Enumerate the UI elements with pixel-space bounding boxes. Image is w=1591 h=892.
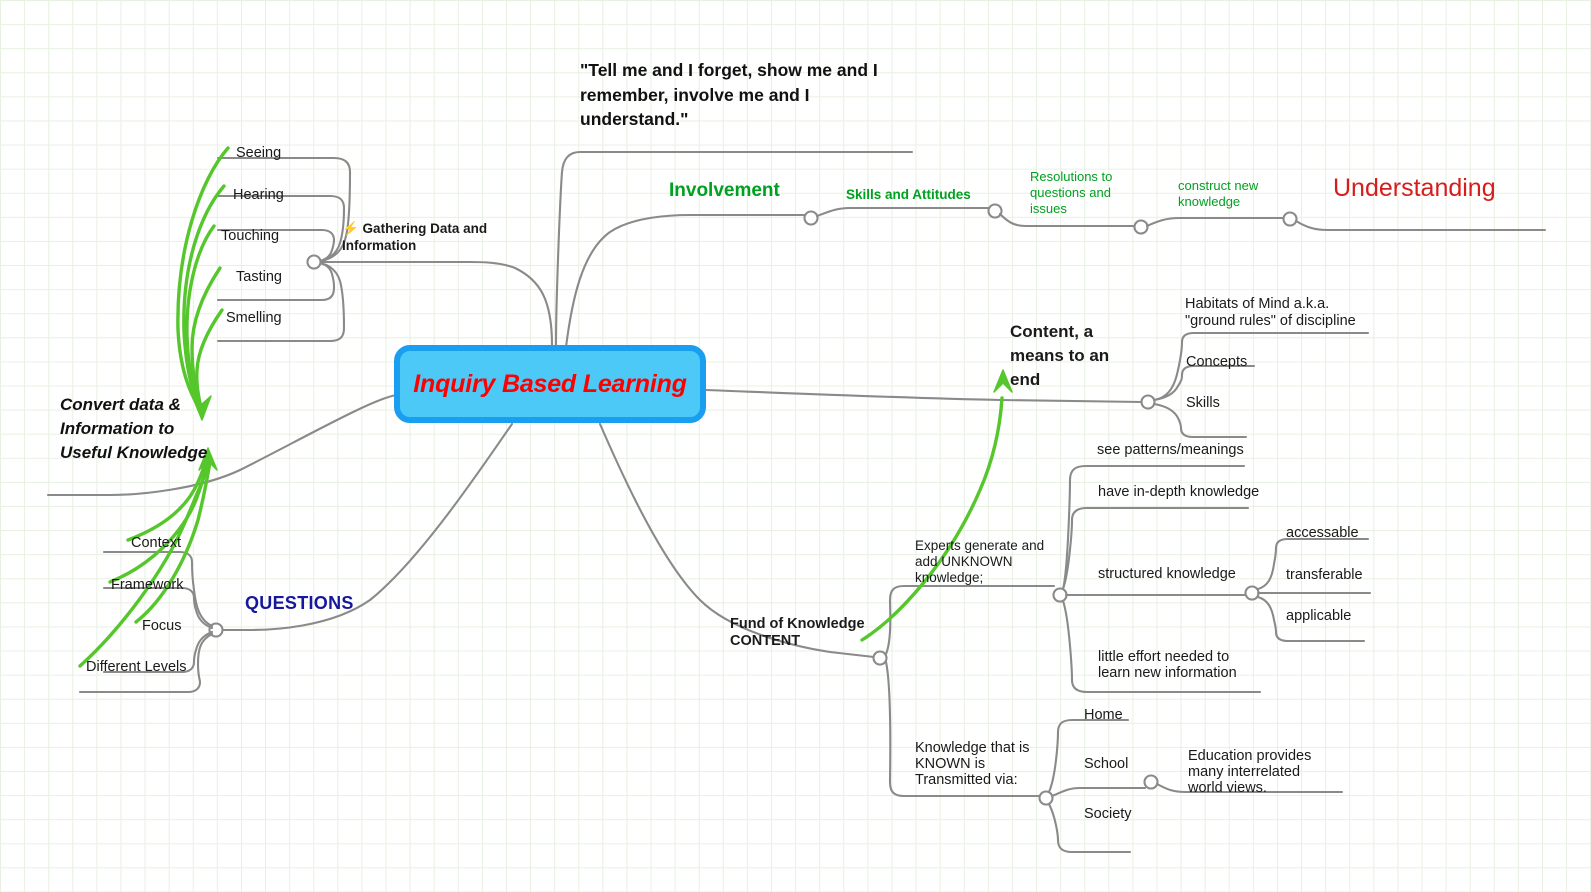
node-understanding[interactable]: Understanding — [1333, 174, 1496, 202]
branch-label-involvement[interactable]: Involvement — [669, 180, 780, 201]
node-touching[interactable]: Touching — [221, 228, 280, 244]
node-focus[interactable]: Focus — [142, 618, 182, 634]
node-accessable[interactable]: accessable — [1286, 525, 1359, 541]
node-skills-and-attitudes[interactable]: Skills and Attitudes — [846, 187, 971, 202]
node-in-depth-knowledge[interactable]: have in-depth knowledge — [1098, 484, 1260, 500]
node-experts-generate[interactable]: Experts generate and add UNKNOWN knowled… — [915, 538, 1045, 585]
node-applicable[interactable]: applicable — [1286, 608, 1352, 624]
node-transferable[interactable]: transferable — [1286, 567, 1363, 583]
node-framework[interactable]: Framework — [111, 577, 184, 593]
node-different-levels[interactable]: Different Levels — [86, 659, 187, 675]
node-convert-data-to-knowledge[interactable]: Convert data & Information to Useful Kno… — [60, 395, 208, 462]
central-node-label: Inquiry Based Learning — [413, 369, 687, 398]
node-hearing[interactable]: Hearing — [233, 187, 284, 203]
node-habitats-of-mind[interactable]: Habitats of Mind a.k.a. "ground rules" o… — [1185, 296, 1356, 329]
node-society[interactable]: Society — [1084, 806, 1132, 822]
branch-label-fund-of-knowledge[interactable]: Fund of Knowledge CONTENT — [730, 616, 865, 649]
node-seeing[interactable]: Seeing — [236, 145, 282, 161]
node-home[interactable]: Home — [1084, 707, 1123, 723]
node-structured-knowledge[interactable]: structured knowledge — [1098, 566, 1236, 582]
quote-text: "Tell me and I forget, show me and I rem… — [580, 60, 878, 129]
branch-label-gathering-data[interactable]: ⚡ Gathering Data and Information — [342, 221, 488, 253]
node-context[interactable]: Context — [131, 535, 181, 551]
node-knowledge-known-transmitted[interactable]: Knowledge that is KNOWN is Transmitted v… — [915, 740, 1030, 788]
node-smelling[interactable]: Smelling — [226, 310, 282, 326]
branch-label-content-means-to-an-end[interactable]: Content, a means to an end — [1010, 322, 1110, 389]
node-education-world-views[interactable]: Education provides many interrelated wor… — [1188, 748, 1312, 796]
node-concepts[interactable]: Concepts — [1186, 354, 1248, 370]
node-skills[interactable]: Skills — [1186, 395, 1220, 411]
node-see-patterns[interactable]: see patterns/meanings — [1097, 442, 1244, 458]
node-resolutions[interactable]: Resolutions to questions and issues — [1030, 169, 1113, 216]
node-construct-new-knowledge[interactable]: construct new knowledge — [1178, 178, 1259, 209]
central-node[interactable]: Inquiry Based Learning — [394, 345, 706, 423]
node-tasting[interactable]: Tasting — [236, 269, 282, 285]
branch-label-questions[interactable]: QUESTIONS — [245, 593, 354, 613]
node-school[interactable]: School — [1084, 756, 1129, 772]
node-little-effort-needed[interactable]: little effort needed to learn new inform… — [1098, 649, 1237, 681]
